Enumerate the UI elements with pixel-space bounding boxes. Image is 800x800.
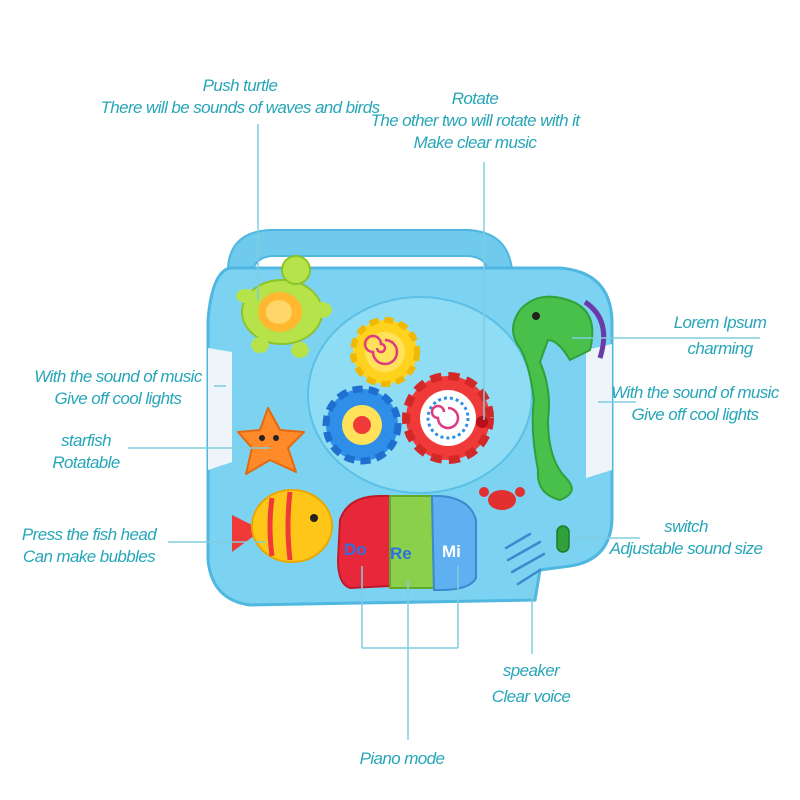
turtle-annotation-desc: There will be sounds of waves and birds — [100, 98, 381, 117]
speaker-annotation: speaker Clear voice — [476, 660, 586, 708]
seahorse-annotation: Lorem Ipsum charming — [650, 312, 790, 360]
gears-annotation-line3: Make clear music — [413, 133, 537, 152]
starfish-annotation: starfish Rotatable — [36, 430, 136, 474]
leader-lines — [128, 124, 760, 740]
lights-left-annotation-title: With the sound of music — [34, 367, 202, 386]
switch-annotation-title: switch — [664, 517, 708, 536]
seahorse-toy — [512, 295, 607, 502]
turtle-toy — [236, 255, 332, 358]
gears-annotation: Rotate The other two will rotate with it… — [340, 88, 610, 154]
seahorse-annotation-title: Lorem Ipsum — [673, 313, 767, 332]
seahorse-annotation-desc: charming — [687, 339, 753, 358]
fish-annotation-title: Press the fish head — [21, 525, 157, 544]
light-panel-right — [586, 344, 612, 478]
piano-key-mi — [430, 495, 477, 591]
starfish-annotation-title: starfish — [61, 431, 112, 450]
crab-decoration — [479, 487, 525, 510]
lights-left-annotation: With the sound of music Give off cool li… — [16, 366, 220, 410]
piano-keys — [336, 495, 477, 591]
turtle-annotation: Push turtle There will be sounds of wave… — [70, 75, 410, 119]
switch-annotation: switch Adjustable sound size — [596, 516, 776, 560]
piano-key-label-mi: Mi — [442, 542, 461, 561]
blue-gear — [322, 385, 402, 465]
piano-annotation-title: Piano mode — [359, 749, 445, 768]
lights-right-annotation: With the sound of music Give off cool li… — [596, 382, 794, 426]
lights-right-annotation-desc: Give off cool lights — [631, 405, 760, 424]
fish-annotation-desc: Can make bubbles — [22, 547, 156, 566]
gears-annotation-line2: The other two will rotate with it — [370, 111, 580, 130]
speaker-annotation-desc: Clear voice — [491, 687, 571, 706]
speaker-annotation-title: speaker — [502, 661, 560, 680]
piano-key-label-re: Re — [390, 544, 412, 563]
yellow-gear — [350, 317, 420, 387]
gears-annotation-title: Rotate — [451, 89, 499, 108]
red-gear — [402, 372, 494, 464]
light-panel-left — [208, 348, 232, 470]
fish-annotation: Press the fish head Can make bubbles — [6, 524, 172, 568]
sound-switch — [556, 525, 570, 553]
board-handle — [226, 229, 514, 274]
speaker-grille — [504, 532, 546, 586]
piano-key-re — [389, 495, 436, 589]
fish-toy — [232, 489, 333, 563]
starfish-annotation-desc: Rotatable — [52, 453, 120, 472]
turtle-annotation-title: Push turtle — [202, 76, 278, 95]
piano-key-label-do: Do — [344, 540, 367, 559]
lights-right-annotation-title: With the sound of music — [611, 383, 779, 402]
lights-left-annotation-desc: Give off cool lights — [54, 389, 183, 408]
switch-annotation-desc: Adjustable sound size — [609, 539, 763, 558]
starfish-toy — [237, 407, 305, 475]
piano-annotation: Piano mode — [340, 748, 464, 770]
